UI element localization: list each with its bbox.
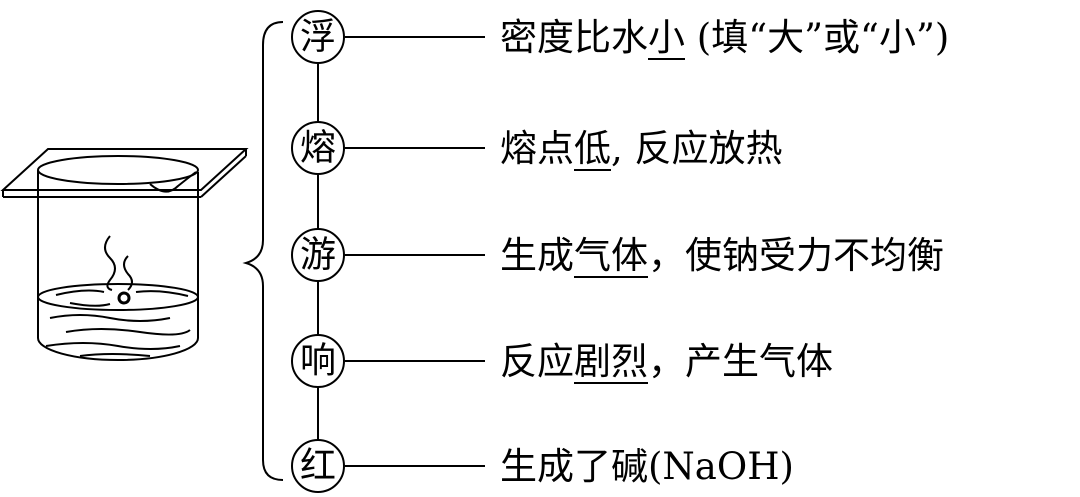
text-segment: 反应 bbox=[500, 340, 574, 383]
node-circle bbox=[291, 228, 345, 282]
beaker-bottom bbox=[37, 337, 199, 361]
node-circle bbox=[291, 439, 345, 493]
node-char: 红 bbox=[300, 446, 336, 487]
row-text-red: 生成了碱(NaOH) bbox=[500, 448, 794, 485]
water-surface-ripple bbox=[135, 290, 189, 297]
node-char: 熔 bbox=[300, 128, 336, 169]
answer-blank: 低 bbox=[574, 127, 611, 170]
node-float: 浮 bbox=[291, 10, 345, 64]
gas-wisp bbox=[104, 235, 116, 291]
node-red: 红 bbox=[291, 439, 345, 493]
beaker-rim bbox=[37, 155, 199, 185]
text-segment: 生成了碱(NaOH) bbox=[500, 445, 794, 488]
row-text-swim: 生成气体，使钠受力不均衡 bbox=[500, 237, 944, 274]
water-wave bbox=[79, 353, 151, 357]
sodium-ball bbox=[117, 291, 131, 305]
node-melt: 熔 bbox=[291, 121, 345, 175]
beaker-illustration bbox=[0, 148, 249, 361]
beaker-spout bbox=[149, 171, 197, 193]
node-char: 游 bbox=[300, 235, 336, 276]
text-segment: , 反应放热 bbox=[611, 127, 783, 170]
left-brace bbox=[242, 21, 284, 481]
water-wave bbox=[49, 314, 171, 322]
glass-cover-plate-edge bbox=[200, 155, 247, 198]
node-circle bbox=[291, 121, 345, 175]
text-segment: ，产生气体 bbox=[648, 340, 833, 383]
node-char: 响 bbox=[300, 341, 336, 382]
row-text-sound: 反应剧烈，产生气体 bbox=[500, 343, 833, 380]
gas-wisp bbox=[123, 255, 133, 291]
answer-blank: 小 bbox=[648, 16, 685, 59]
node-sound: 响 bbox=[291, 334, 345, 388]
text-segment: 熔点 bbox=[500, 127, 574, 170]
connector-lines bbox=[345, 36, 485, 467]
node-swim: 游 bbox=[291, 228, 345, 282]
node-char: 浮 bbox=[300, 17, 336, 58]
water-wave bbox=[65, 328, 191, 336]
water-wave bbox=[45, 342, 181, 350]
row-text-float: 密度比水小 (填“大”或“小”) bbox=[500, 19, 949, 56]
row-text-melt: 熔点低, 反应放热 bbox=[500, 130, 783, 167]
text-segment: (填“大”或“小”) bbox=[685, 16, 950, 59]
text-segment: 密度比水 bbox=[500, 16, 648, 59]
node-circle bbox=[291, 334, 345, 388]
text-segment: ，使钠受力不均衡 bbox=[648, 234, 944, 277]
node-circle bbox=[291, 10, 345, 64]
text-segment: 生成 bbox=[500, 234, 574, 277]
water-surface bbox=[37, 283, 199, 311]
water-surface-ripple bbox=[55, 289, 105, 296]
answer-blank: 剧烈 bbox=[574, 340, 648, 383]
water-surface-ripple bbox=[69, 302, 111, 307]
answer-blank: 气体 bbox=[574, 234, 648, 277]
